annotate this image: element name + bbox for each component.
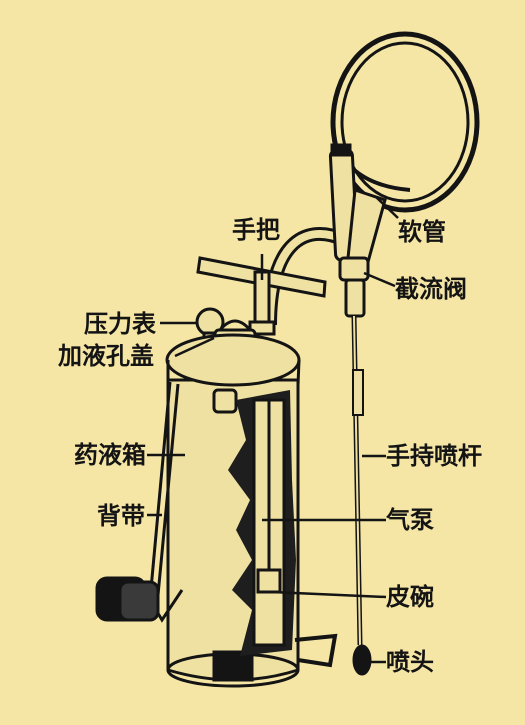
label-spray-lance: 手持喷杆: [386, 442, 482, 470]
label-pressure-gauge: 压力表: [84, 310, 156, 338]
lance-grip: [328, 143, 387, 318]
label-strap: 背带: [97, 502, 145, 530]
label-air-pump: 气泵: [386, 506, 434, 534]
back-strap: [95, 381, 184, 623]
tank-cutaway: [228, 390, 296, 656]
lance-rod: [351, 315, 372, 676]
label-leather-cup: 皮碗: [386, 583, 434, 611]
label-cutoff-valve: 截流阀: [395, 275, 467, 303]
label-handle: 手把: [232, 216, 280, 244]
hose-coil: [330, 31, 480, 213]
leader-lines: [147, 196, 399, 664]
foot-plate: [294, 633, 338, 668]
label-fill-cap: 加液孔盖: [58, 342, 154, 370]
label-nozzle: 喷头: [386, 648, 434, 676]
label-tank: 药液箱: [74, 441, 146, 469]
label-hose: 软管: [398, 218, 446, 246]
hose-line: [263, 227, 348, 326]
